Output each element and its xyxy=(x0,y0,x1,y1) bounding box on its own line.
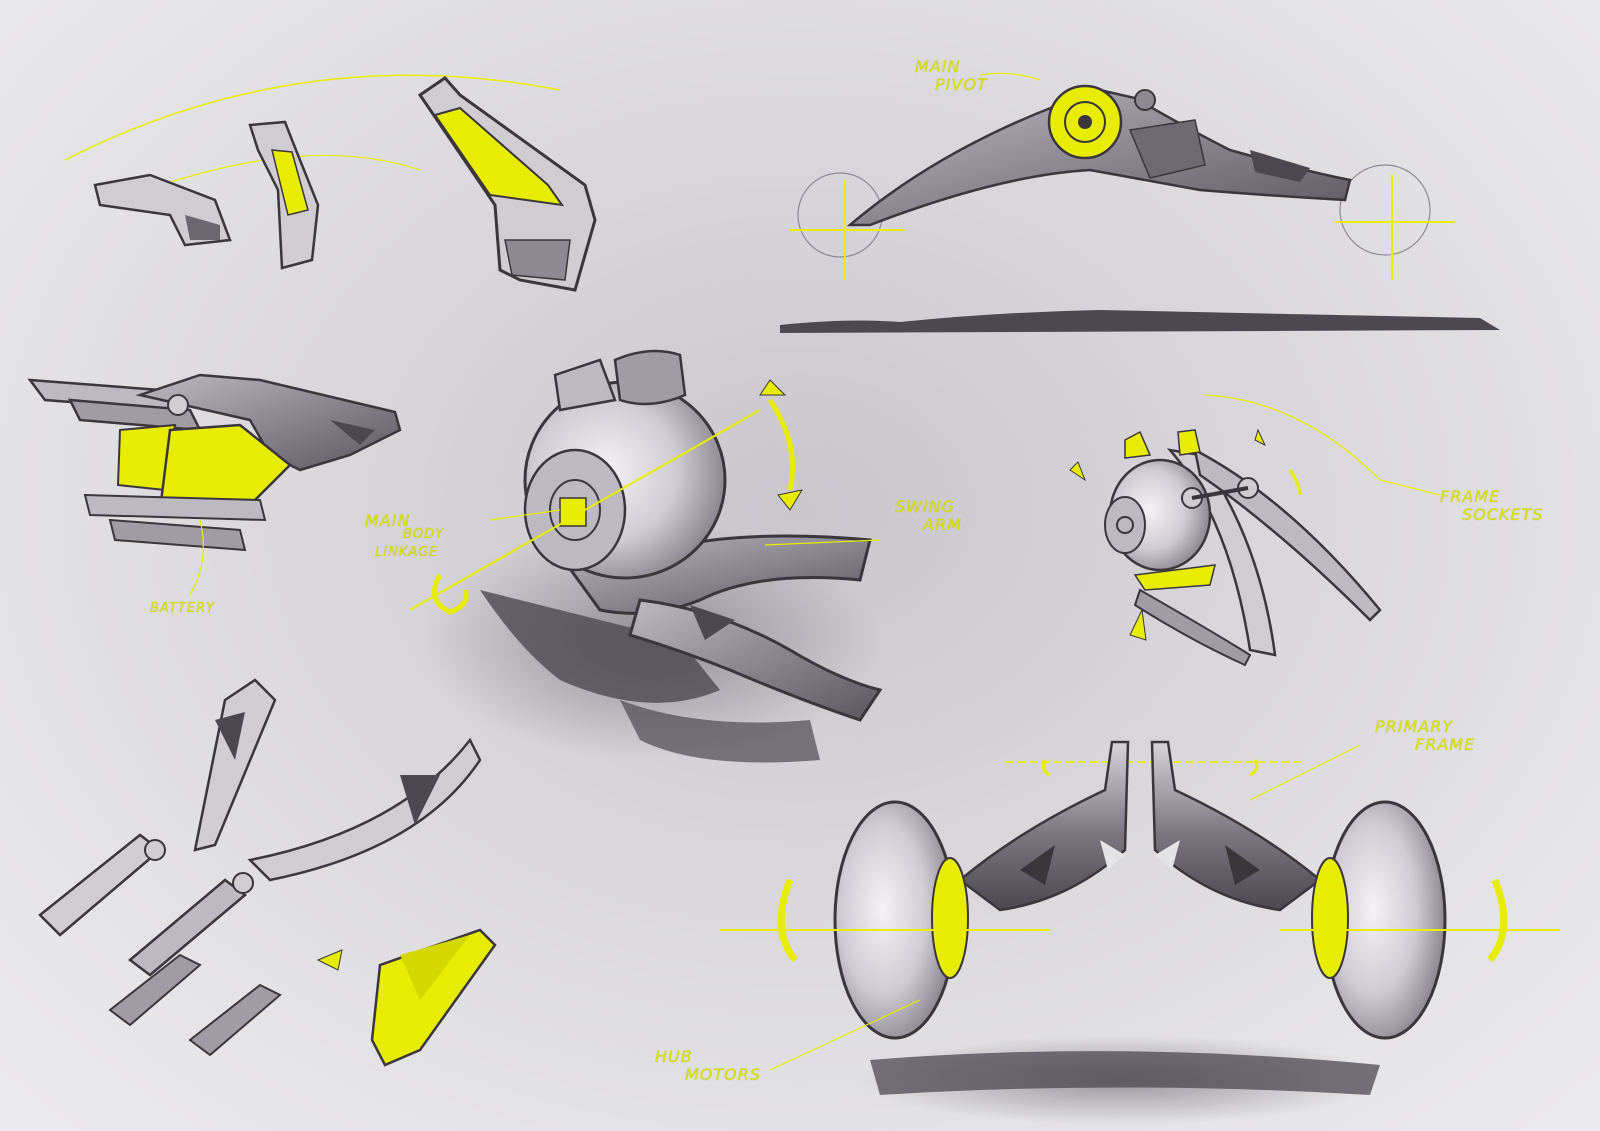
frame-assembly-sketch xyxy=(38,678,497,1067)
label-main-pivot-line2: PIVOT xyxy=(935,75,988,94)
side-view-sketch xyxy=(780,72,1500,333)
label-primary-frame-line1: PRIMARY xyxy=(1375,717,1454,736)
frame-sockets-sketch xyxy=(1069,394,1441,667)
primary-frame-sketch xyxy=(720,740,1560,1125)
battery-sketch xyxy=(27,373,402,596)
swing-arm-sketch xyxy=(409,349,883,763)
label-main-body-linkage-line3: LINKAGE xyxy=(375,545,439,560)
label-swing-arm-line2: ARM xyxy=(923,515,962,534)
label-frame-sockets-line1: FRAME xyxy=(1440,487,1501,506)
label-main-pivot-line1: MAIN xyxy=(915,57,961,76)
label-swing-arm-line1: SWING xyxy=(895,497,956,516)
label-swing-arm: SWING ARM xyxy=(895,498,962,534)
label-primary-frame: PRIMARY FRAME xyxy=(1375,718,1475,754)
frame-silhouette-sketches xyxy=(64,74,597,292)
label-hub-motors-line1: HUB xyxy=(655,1047,693,1066)
label-hub-motors: HUB MOTORS xyxy=(655,1048,761,1084)
label-main-pivot: MAIN PIVOT xyxy=(915,58,988,94)
label-frame-sockets: FRAME SOCKETS xyxy=(1440,488,1543,524)
label-battery: BATTERY xyxy=(150,601,215,616)
label-hub-motors-line2: MOTORS xyxy=(685,1065,762,1084)
label-main-body-linkage-line1: MAIN xyxy=(365,511,411,530)
label-main-body-linkage-line2: BODY xyxy=(403,527,445,542)
label-frame-sockets-line2: SOCKETS xyxy=(1462,505,1544,524)
label-main-body-linkage: MAIN BODY LINKAGE xyxy=(365,512,444,562)
label-primary-frame-line2: FRAME xyxy=(1415,735,1476,754)
